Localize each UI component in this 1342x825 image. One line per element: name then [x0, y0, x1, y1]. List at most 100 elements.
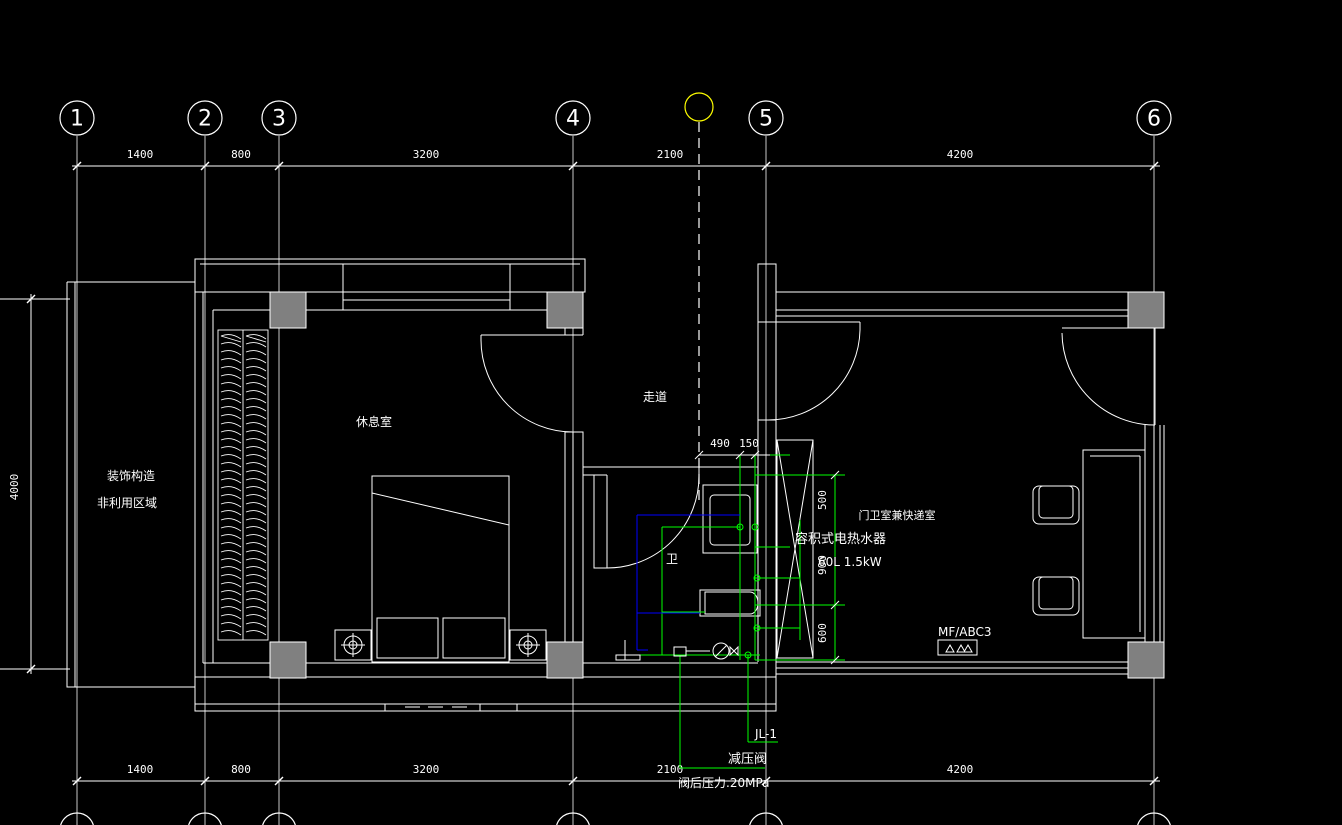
hanger-stroke — [220, 614, 242, 620]
dim-text: 800 — [231, 148, 251, 161]
room-label-guard: 门卫室兼快递室 — [859, 508, 936, 522]
hanger-stroke — [220, 486, 242, 492]
axis-label: 3 — [272, 107, 286, 132]
marker-circle — [684, 92, 714, 122]
hanger-stroke — [245, 590, 267, 596]
dim-text: 1400 — [127, 148, 154, 161]
axis-bubbles-bottom — [60, 812, 1171, 825]
hanger-stroke — [245, 494, 267, 500]
nightstand-lamps — [334, 629, 547, 661]
hanger-stroke — [245, 630, 267, 636]
pipes-blue — [636, 514, 740, 651]
axis-label: 2 — [198, 107, 212, 132]
wc-fixtures — [699, 484, 761, 617]
hanger-stroke — [220, 542, 242, 548]
dimension-line-top — [72, 161, 1160, 171]
hanger-stroke — [220, 582, 242, 588]
dimension-text-bottom: 1400 800 3200 2100 4200 — [127, 763, 974, 776]
hanger-stroke — [245, 454, 267, 460]
hanger-stroke — [220, 598, 242, 604]
columns — [269, 291, 1165, 679]
heater-spec: 60L 1.5kW — [818, 555, 882, 569]
hanger-stroke — [220, 390, 242, 396]
room-label-decor-2: 非利用区域 — [97, 496, 157, 510]
hanger-stroke — [245, 382, 267, 388]
hanger-stroke — [245, 518, 267, 524]
fixture-dim-lines — [694, 450, 770, 460]
hanger-stroke — [245, 398, 267, 404]
hanger-stroke — [220, 526, 242, 532]
hanger-stroke — [245, 502, 267, 508]
hanger-stroke — [220, 630, 242, 636]
extinguisher-label: MF/ABC3 — [938, 625, 992, 639]
hanger-stroke — [220, 350, 242, 356]
hanger-stroke — [245, 358, 267, 364]
axis-bubbles-top — [59, 100, 1172, 136]
hanger-stroke — [220, 566, 242, 572]
dim-text: 2100 — [657, 148, 684, 161]
axis-label: 4 — [566, 107, 580, 132]
room-label-wc: 卫 — [666, 552, 678, 566]
hanger-stroke — [245, 350, 267, 356]
hanger-stroke — [220, 382, 242, 388]
wardrobe-hangers — [220, 334, 267, 636]
doors — [480, 321, 1156, 569]
water-heater-box — [776, 439, 814, 659]
hanger-stroke — [245, 422, 267, 428]
hanger-stroke — [220, 358, 242, 364]
hanger-stroke — [245, 334, 267, 340]
hanger-stroke — [220, 438, 242, 444]
dim-text: 2100 — [657, 763, 684, 776]
axis-label: 5 — [759, 107, 773, 132]
axis-label: 1 — [70, 107, 84, 132]
room-label-corridor: 走道 — [643, 390, 667, 404]
wardrobe — [217, 329, 269, 641]
room-label-rest: 休息室 — [356, 414, 392, 429]
hanger-stroke — [220, 590, 242, 596]
hanger-stroke — [245, 622, 267, 628]
dim-text: 3200 — [413, 148, 440, 161]
hanger-stroke — [245, 534, 267, 540]
hanger-stroke — [245, 414, 267, 420]
pipes-green — [620, 454, 845, 769]
hanger-stroke — [245, 430, 267, 436]
axis-labels-top: 1 2 3 4 5 6 — [70, 107, 1161, 132]
hanger-stroke — [220, 430, 242, 436]
dim-text-left: 4000 — [8, 474, 21, 501]
hanger-stroke — [245, 526, 267, 532]
hanger-stroke — [220, 470, 242, 476]
hanger-stroke — [220, 494, 242, 500]
hanger-stroke — [245, 614, 267, 620]
hanger-stroke — [220, 414, 242, 420]
hanger-stroke — [245, 542, 267, 548]
hanger-stroke — [220, 574, 242, 580]
heater-name: 容积式电热水器 — [795, 531, 886, 547]
hanger-stroke — [245, 390, 267, 396]
hanger-stroke — [245, 478, 267, 484]
hanger-stroke — [220, 510, 242, 516]
bed — [371, 475, 510, 663]
hanger-stroke — [220, 534, 242, 540]
heater-dim-text: 600 — [816, 623, 829, 643]
hanger-stroke — [220, 446, 242, 452]
hanger-stroke — [245, 558, 267, 564]
dim-text: 1400 — [127, 763, 154, 776]
dim-text: 4200 — [947, 763, 974, 776]
dim-text: 3200 — [413, 763, 440, 776]
dim-text: 800 — [231, 763, 251, 776]
hanger-stroke — [220, 422, 242, 428]
room-label-decor-1: 装饰构造 — [107, 468, 155, 483]
valve-pressure: 阀后压力.20MPa — [678, 776, 770, 790]
hanger-stroke — [220, 478, 242, 484]
hanger-stroke — [220, 550, 242, 556]
valve-name: 减压阀 — [728, 752, 767, 767]
valve-assembly — [615, 640, 739, 661]
dimension-text-top: 1400 800 3200 2100 4200 — [127, 148, 974, 161]
walls — [66, 258, 1165, 712]
hanger-stroke — [245, 598, 267, 604]
hanger-stroke — [220, 622, 242, 628]
extinguisher-symbol — [937, 639, 978, 656]
hanger-stroke — [220, 558, 242, 564]
armchairs — [1032, 485, 1080, 616]
